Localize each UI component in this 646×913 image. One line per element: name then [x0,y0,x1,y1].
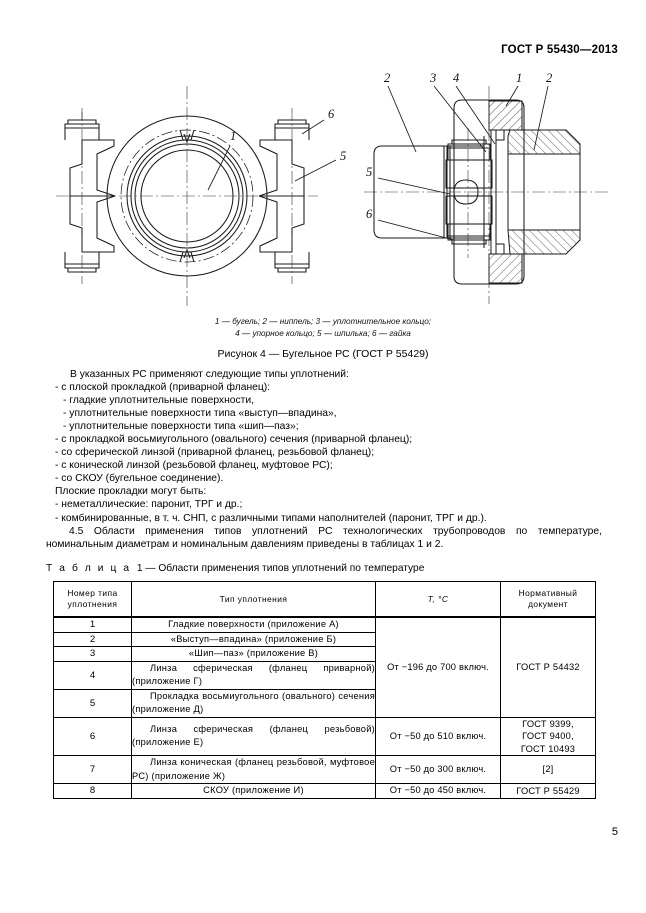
cell-type: Линза сферическая (фланец приварной) (пр… [131,660,376,690]
list-item: - неметаллические: паронит, ТРГ и др.; [55,499,243,511]
column-header-number: Номер типа уплотнения [53,581,132,618]
cell-type: «Шип—паз» (приложение В) [131,646,376,662]
list-item: - с конической линзой (резьбовой фланец,… [55,460,333,472]
column-header-type: Тип уплотнения [131,581,376,618]
cell-document: ГОСТ Р 54432 [500,616,596,718]
cell-type: Прокладка восьмиугольного (овального) се… [131,688,376,718]
paragraph-clause-4-5: 4.5 Области применения типов уплотнений … [46,525,602,550]
cell-number: 7 [53,755,132,784]
figure-right-section-view: 2 3 4 1 2 5 6 [358,68,620,316]
table-header-row: Номер типа уплотнения Тип уплотнения T, … [53,581,596,618]
table-row: 4 Линза сферическая (фланец приварной) (… [53,660,596,690]
page-number: 5 [611,826,618,838]
cell-number: 6 [53,716,132,756]
label-3-right: 3 [429,71,436,85]
document-line: ГОСТ 10493 [520,743,576,754]
table-row: 6 Линза сферическая (фланец резьбовой) (… [53,716,596,756]
cell-temperature: От −50 до 450 включ. [375,783,501,799]
list-item: - со СКОУ (бугельное соединение). [55,473,224,485]
figure-legend-line-1: 1 — бугель; 2 — ниппель; 3 — уплотнитель… [214,317,432,326]
paragraph-intro: В указанных РС применяют следующие типы … [70,369,349,380]
cell-type: «Выступ—впадина» (приложение Б) [131,631,376,647]
table-caption-label: Т а б л и ц а [46,563,132,574]
column-header-temperature: T, °С [375,581,501,618]
table-row: 1 Гладкие поверхности (приложение А) От … [53,616,596,718]
list-item: - уплотнительные поверхности типа «высту… [63,408,337,420]
column-header-number-line1: Номер типа [67,588,118,598]
document-line: ГОСТ 9399, [522,718,574,729]
table-row: 3 «Шип—паз» (приложение В) [53,646,596,662]
table-row: 7 Линза коническая (фланец резьбовой, му… [53,755,596,784]
column-header-number-line2: уплотнения [67,599,118,609]
cell-document: ГОСТ Р 55429 [500,783,596,799]
paragraph-flat-intro: Плоские прокладки могут быть: [55,486,207,498]
table-caption-text: — Области применения типов уплотнений по… [145,563,425,574]
list-item: - комбинированные, в т. ч. СНП, с различ… [55,512,487,524]
standard-header: ГОСТ Р 55430—2013 [501,44,618,56]
cell-number: 3 [53,646,132,662]
table-row: 2 «Выступ—впадина» (приложение Б) [53,631,596,647]
table-row: 5 Прокладка восьмиугольного (овального) … [53,688,596,718]
cell-number: 5 [53,688,132,718]
cell-type: Линза сферическая (фланец резьбовой) (пр… [131,716,376,756]
column-header-document-line1: Нормативный [518,588,578,598]
label-4-right: 4 [453,71,459,85]
figure-legend-line-2: 4 — упорное кольцо; 5 — шпилька; 6 — гай… [235,328,411,338]
table-1-caption: Т а б л и ц а 1 — Области применения тип… [46,563,424,574]
cell-type: Линза коническая (фланец резьбовой, муфт… [131,755,376,784]
label-6-left: 6 [328,107,335,121]
label-5-right: 5 [366,165,372,179]
document-line: ГОСТ 9400, [522,731,574,741]
label-1-right: 1 [516,71,522,85]
cell-temperature: От −196 до 700 включ. [375,616,501,718]
label-2-right-b: 2 [546,71,552,85]
list-item: - с прокладкой восьмиугольного (овальног… [55,434,413,446]
column-header-document: Нормативный документ [500,581,596,618]
cell-document: ГОСТ 9399, ГОСТ 9400, ГОСТ 10493 [500,716,596,756]
cell-document: [2] [500,755,596,784]
column-header-document-line2: документ [528,599,568,609]
list-item: - со сферической линзой (приварной флане… [55,447,375,459]
list-item: - гладкие уплотнительные поверхности, [63,395,254,407]
body-text: В указанных РС применяют следующие типы … [46,368,602,551]
table-row: 8 СКОУ (приложение И) От −50 до 450 вклю… [53,783,596,799]
cell-type: СКОУ (приложение И) [131,783,376,799]
table-caption-number: 1 [136,563,143,574]
cell-number: 1 [53,616,132,633]
table-sealing-types-by-temperature: Номер типа уплотнения Тип уплотнения T, … [53,581,596,799]
cell-number: 2 [53,631,132,647]
label-6-right: 6 [366,207,373,221]
list-item: - уплотнительные поверхности типа «шип—п… [63,421,299,433]
figure-left-front-view: 1 6 5 [52,68,362,316]
cell-number: 4 [53,660,132,690]
cell-type: Гладкие поверхности (приложение А) [131,616,376,633]
label-5-left: 5 [340,149,346,163]
cell-number: 8 [53,783,132,799]
label-1-left: 1 [230,129,236,143]
figure-caption: Рисунок 4 — Бугельное РС (ГОСТ Р 55429) [217,348,429,360]
cell-temperature: От −50 до 300 включ. [375,755,501,784]
figure-4-drawings: 1 6 5 [0,66,646,316]
list-item: - с плоской прокладкой (приварной фланец… [55,382,271,394]
cell-temperature: От −50 до 510 включ. [375,716,501,756]
label-2-right-a: 2 [384,71,390,85]
figure-legend: 1 — бугель; 2 — ниппель; 3 — уплотнитель… [0,316,646,339]
